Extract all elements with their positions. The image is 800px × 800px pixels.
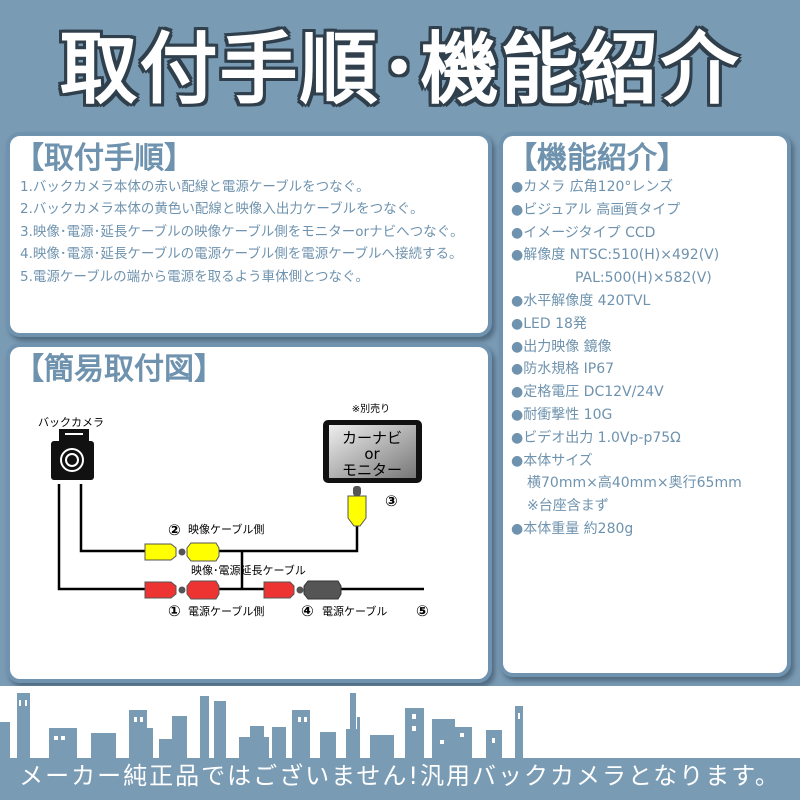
step: 5.電源ケーブルの端から電源を取るよう車体側とつなぐ。 <box>20 268 370 285</box>
city-skyline <box>0 686 800 800</box>
page-title: 取付手順･機能紹介 <box>59 24 741 115</box>
feature-item: ●本体重量 約280g <box>511 520 634 537</box>
svg-text:or: or <box>364 445 380 463</box>
svg-text:⑤: ⑤ <box>416 602 429 620</box>
black-plug-power <box>303 580 342 600</box>
step: 2.バックカメラ本体の黄色い配線と映像入出力ケーブルをつなぐ。 <box>20 201 424 218</box>
diagram-heading: 【簡易取付図】 <box>14 352 224 387</box>
diagram-panel: 【簡易取付図】 バックカメラ カーナビ or モニター <box>6 343 492 683</box>
svg-text:④: ④ <box>301 602 314 620</box>
feature-item: ●定格電圧 DC12V/24V <box>511 384 664 401</box>
feature-item: 横70mm×高40mm×奥行65mm <box>527 475 742 492</box>
step: 4.映像･電源･延長ケーブルの電源ケーブル側を電源ケーブルへ接続する。 <box>20 246 463 263</box>
feature-item: ●水平解像度 420TVL <box>511 292 651 309</box>
feature-item: ●ビデオ出力 1.0Vp-p75Ω <box>511 429 681 446</box>
yellow-plug-extension <box>186 542 220 562</box>
feature-item: ●出力映像 鏡像 <box>511 338 612 355</box>
features-heading: 【機能紹介】 <box>507 141 687 176</box>
video-side-label: 映像ケーブル側 <box>188 522 264 536</box>
svg-text:③: ③ <box>385 492 398 510</box>
red-plug-extension <box>186 580 220 600</box>
install-steps-panel: 【取付手順】 1.バックカメラ本体の赤い配線と電源ケーブルをつなぐ。 2.バック… <box>6 132 492 337</box>
camera-label: バックカメラ <box>38 416 104 429</box>
features-panel: 【機能紹介】 ●カメラ 広角120°レンズ ●ビジュアル 高画質タイプ ●イメー… <box>499 132 791 677</box>
svg-text:カーナビ: カーナビ <box>342 429 402 447</box>
footer-notice: メーカー純正品ではございません!汎用バックカメラとなります。 <box>19 762 781 790</box>
svg-text:②: ② <box>168 521 181 539</box>
feature-item: PAL:500(H)×582(V) <box>575 270 712 287</box>
feature-item: ●本体サイズ <box>511 452 593 469</box>
red-plug-power <box>263 581 295 599</box>
camera-icon <box>51 429 94 480</box>
feature-item: ●LED 18発 <box>511 315 587 332</box>
feature-item: ●イメージタイプ CCD <box>511 224 656 241</box>
power-cable-label: 電源ケーブル <box>322 604 387 618</box>
power-side-label: 電源ケーブル側 <box>188 604 264 618</box>
yellow-plug-monitor <box>347 495 367 527</box>
feature-item: ●ビジュアル 高画質タイプ <box>511 201 681 218</box>
install-heading: 【取付手順】 <box>14 141 194 176</box>
wiring-diagram: バックカメラ カーナビ or モニター ※別売り <box>38 402 429 620</box>
extension-label: 映像･電源延長ケーブル <box>191 563 306 577</box>
monitor-icon: カーナビ or モニター <box>323 420 422 483</box>
red-plug-camera <box>144 581 177 599</box>
yellow-plug-camera <box>144 543 177 561</box>
feature-item: ●解像度 NTSC:510(H)×492(V) <box>511 247 720 264</box>
sold-separately-note: ※別売り <box>352 402 390 415</box>
feature-item: ●耐衝撃性 10G <box>511 406 613 423</box>
svg-text:①: ① <box>168 602 181 620</box>
feature-item: ※台座含まず <box>527 498 609 515</box>
svg-text:モニター: モニター <box>342 461 402 479</box>
wires <box>57 484 424 591</box>
step: 1.バックカメラ本体の赤い配線と電源ケーブルをつなぐ。 <box>20 179 370 195</box>
step: 3.映像･電源･延長ケーブルの映像ケーブル側をモニターorナビへつなぐ。 <box>20 223 464 240</box>
feature-item: ●防水規格 IP67 <box>511 361 615 378</box>
feature-item: ●カメラ 広角120°レンズ <box>511 179 674 195</box>
